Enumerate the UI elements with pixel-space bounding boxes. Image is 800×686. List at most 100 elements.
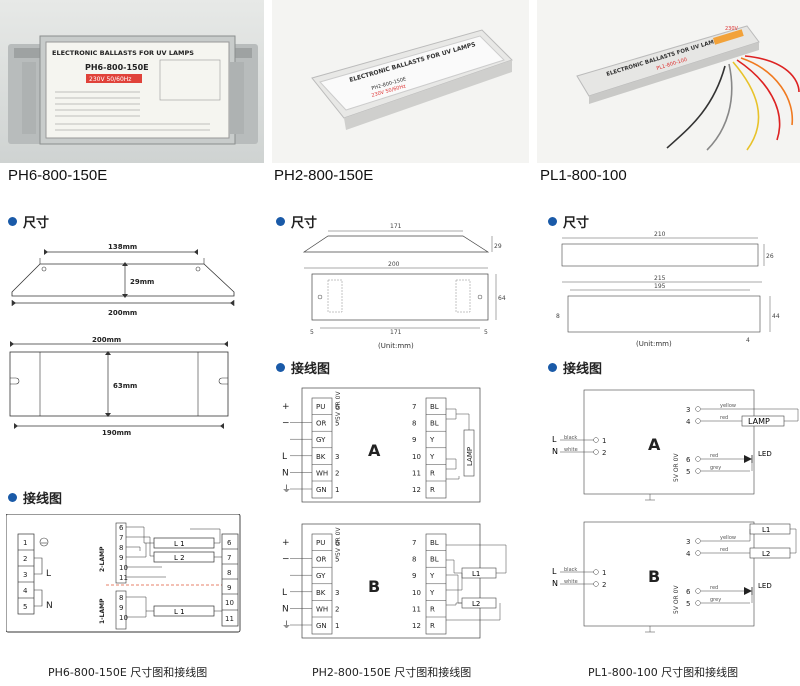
photo-ph2: ELECTRONIC BALLASTS FOR UV LAMPS PH2-800…	[272, 0, 529, 163]
pl1-wiring-b: B L N black white 1 2 3 4 6 5 yellow red…	[552, 521, 797, 633]
pl1-b-led: LED	[758, 582, 772, 590]
ph2-lamp-l1: L1	[472, 570, 480, 578]
pl1-b-term: 1	[602, 569, 606, 577]
ballast-pl1-image: ELECTRONIC BALLASTS FOR UV LAMPS 230V PL…	[576, 25, 800, 151]
model-ph2: PH2-800-150E	[274, 167, 374, 184]
ph2-left-label: GY	[316, 572, 326, 580]
ph2-right-label: R	[430, 469, 435, 477]
pl1-a-wire-red2: red	[710, 453, 718, 459]
ph6-width: 63mm	[113, 382, 137, 390]
ballast-ph2-image: ELECTRONIC BALLASTS FOR UV LAMPS PH2-800…	[311, 29, 513, 130]
ph6-photo-model: PH6-800-150E	[85, 63, 149, 72]
pl1-b-term: 6	[686, 588, 691, 596]
pl1-a-led: LED	[758, 450, 772, 458]
caption-pl1: PL1-800-100 尺寸图和接线图	[588, 666, 739, 679]
pl1-dimension-drawing: 210 26 215 195 44 8 4 (Unit:mm)	[556, 231, 780, 348]
pl1-b-lamp-l1: L1	[762, 526, 770, 534]
ph2-side-symbol: −	[282, 555, 290, 565]
ph6-dim-heading: 尺寸	[8, 212, 49, 231]
ph6-inner-term: 8	[119, 544, 123, 552]
ph2-left-label: BK	[316, 589, 326, 597]
ph6-right-term: 8	[227, 569, 231, 577]
ph2-left-label: GY	[316, 436, 326, 444]
ph2-length-dim: 200	[388, 261, 400, 268]
model-pl1: PL1-800-100	[540, 167, 627, 184]
ph2-right-label: BL	[430, 539, 439, 547]
ph2-side-symbol: N	[282, 468, 289, 478]
ph2-left-label: OR	[316, 556, 327, 564]
pl1-b-N: N	[552, 579, 558, 588]
ph2-side-symbol: L	[282, 452, 287, 462]
ph6-wiring-diagram: 1 2 3 4 5 L N 2-LAMP 1-LAMP 6 7 8 9 10 1…	[6, 514, 241, 633]
ph2-right-num: 10	[412, 589, 421, 597]
ph2-right-num: 8	[412, 420, 416, 428]
pl1-a-term: 6	[686, 456, 691, 464]
ph6-inner-term: 9	[119, 604, 123, 612]
ph2-left-num: 3	[335, 453, 339, 461]
ph6-bottom-width: 200mm	[108, 309, 137, 317]
ph2-letter-b: B	[368, 577, 380, 596]
ph2-right-label: Y	[429, 589, 435, 597]
ph2-lamp-l2: L2	[472, 600, 480, 608]
ph2-right-num: 10	[412, 453, 421, 461]
ph2-right-num: 11	[412, 605, 421, 613]
pl1-b-L: L	[552, 567, 557, 576]
ph6-inner-term: 6	[119, 524, 124, 532]
pl1-b-wire-grey: grey	[710, 597, 721, 603]
ph6-photo-brand: ELECTRONIC BALLASTS FOR UV LAMPS	[52, 49, 194, 57]
ph6-right-term: 7	[227, 554, 231, 562]
ph2-right-label: Y	[429, 572, 435, 580]
ph2-left-num: 3	[335, 589, 339, 597]
pl1-a-term: 5	[686, 468, 690, 476]
ph2-left-label: WH	[316, 605, 328, 613]
pl1-b-wire-black: black	[564, 567, 577, 573]
pl1-b-term: 2	[602, 581, 606, 589]
pl1-b-wire-yellow: yellow	[720, 535, 736, 541]
ph6-lamp-l1: L 1	[174, 540, 185, 548]
ph2-dimension-drawing: 171 29 200 64 5 171 5 (Unit:mm)	[302, 223, 506, 350]
ph6-inner-term: 7	[119, 534, 123, 542]
pl1-b-term: 4	[686, 550, 691, 558]
ph2-left-dim: 5	[310, 329, 314, 336]
pl1-right-dim: 4	[746, 337, 750, 344]
ph6-top-width: 138mm	[108, 243, 137, 251]
ph2-right-num: 7	[412, 403, 416, 411]
ph2-side-symbol: L	[282, 588, 287, 598]
ph6-left-term: 4	[23, 587, 28, 595]
ph6-length: 200mm	[92, 336, 121, 344]
pl1-b-term: 3	[686, 538, 690, 546]
ph2-lamp-label: LAMP	[466, 447, 474, 466]
ph2-left-label: WH	[316, 469, 328, 477]
photo-ph6: ELECTRONIC BALLASTS FOR UV LAMPS PH6-800…	[0, 0, 264, 163]
ph2-letter-a: A	[368, 441, 381, 460]
ph2-dim-heading: 尺寸	[276, 212, 317, 231]
ph6-left-term: 2	[23, 555, 27, 563]
pl1-a-wire-yellow: yellow	[720, 403, 736, 409]
pl1-a-wire-white: white	[564, 447, 578, 453]
pl1-wiring-a: A L N black white 1 2 3 4 6 5 yellow red…	[552, 389, 799, 501]
ph6-inner-term: 9	[119, 554, 123, 562]
ph2-left-num: 2	[335, 469, 339, 477]
ph2-right-label: R	[430, 605, 435, 613]
pl1-a-term: 2	[602, 449, 606, 457]
ph2-side-symbol: ⏚	[282, 620, 291, 631]
ph6-inner-term: 10	[119, 614, 128, 622]
pl1-wiring-heading: 接线图	[548, 358, 602, 377]
pl1-a-voltage: 5V OR 0V	[673, 453, 680, 482]
ph6-lamp-l2: L 2	[174, 554, 185, 562]
ph6-N-label: N	[46, 601, 53, 611]
pl1-b-wire-red: red	[720, 547, 728, 553]
pl1-b-voltage: 5V OR 0V	[673, 585, 680, 614]
pl1-a-N: N	[552, 447, 558, 456]
ph2-right-label: BL	[430, 420, 439, 428]
ph2-side-symbol: +	[282, 538, 290, 548]
ph6-left-term: 5	[23, 603, 27, 611]
pl1-letter-a: A	[648, 435, 661, 454]
pl1-photo-voltage: 230V	[725, 26, 739, 32]
pl1-b-term: 5	[686, 600, 690, 608]
pl1-a-wire-red: red	[720, 415, 728, 421]
pl1-a-term: 4	[686, 418, 691, 426]
ph6-lamp-l1b: L 1	[174, 608, 185, 616]
ph2-left-num: 5	[335, 556, 339, 564]
